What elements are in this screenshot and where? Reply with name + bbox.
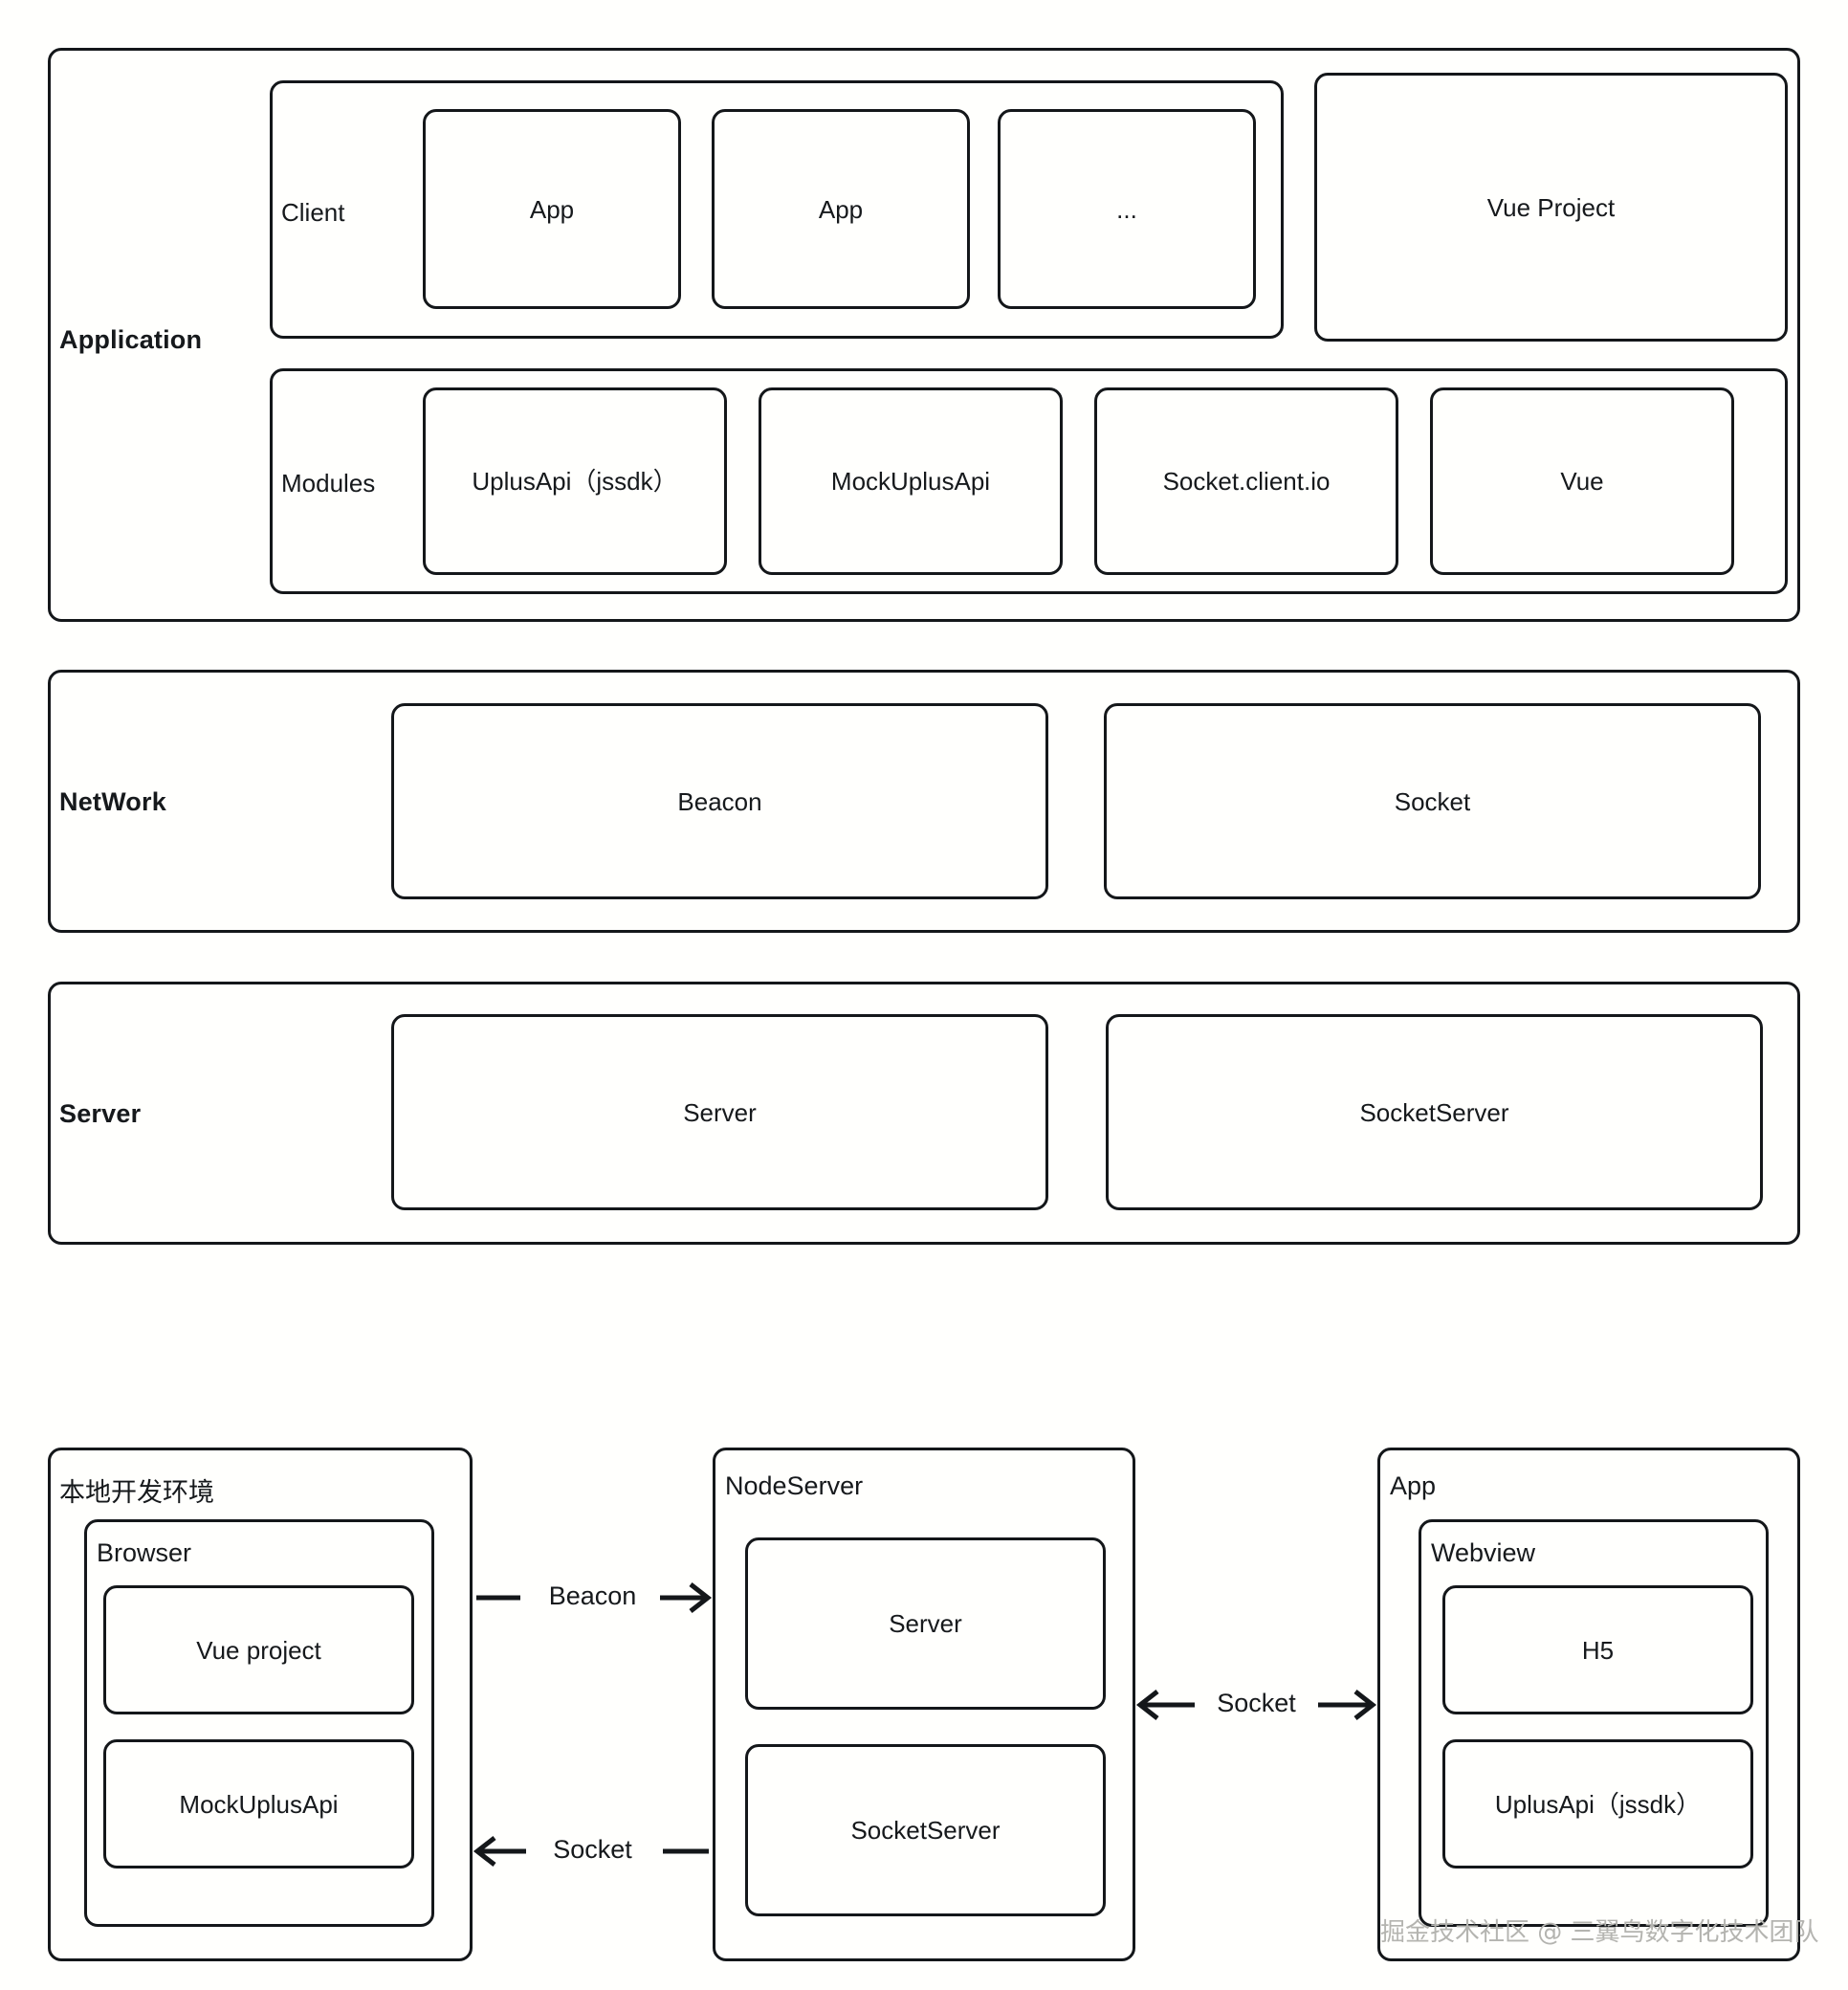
group-modules-label: Modules (281, 469, 376, 498)
band-server-label: Server (59, 1099, 142, 1128)
browser-item-mockuplusapi-label: MockUplusApi (179, 1789, 339, 1819)
node-server-item-server-label: Server (889, 1608, 962, 1638)
band-application-label: Application (59, 325, 203, 354)
browser-item-vue-project[interactable]: Vue project (103, 1585, 414, 1714)
network-item-socket[interactable]: Socket (1104, 703, 1761, 899)
client-item-ellipsis[interactable]: ... (998, 109, 1256, 309)
module-uplusapi-label: UplusApi（jssdk） (472, 466, 678, 496)
vue-project-label: Vue Project (1486, 192, 1616, 222)
band-network-label: NetWork (59, 787, 166, 816)
container-app-label: App (1390, 1471, 1437, 1500)
module-vue[interactable]: Vue (1430, 387, 1734, 575)
browser-item-vue-project-label: Vue project (196, 1635, 321, 1665)
node-server-item-socketserver-label: SocketServer (850, 1815, 1001, 1845)
module-mockuplusapi[interactable]: MockUplusApi (759, 387, 1063, 575)
network-item-socket-label: Socket (1394, 786, 1471, 816)
connection-beacon-to-nodeserver-label: Beacon (548, 1581, 637, 1610)
watermark-text: 掘金技术社区 @ 三翼鸟数字化技术团队 (1380, 1918, 1819, 1947)
connection-socket-to-browser: Socket (473, 1823, 713, 1880)
client-item-app-1-label: App (529, 194, 575, 224)
node-server-item-server[interactable]: Server (745, 1537, 1106, 1710)
container-browser-label: Browser (97, 1538, 192, 1567)
beacon-arrow-icon (476, 1582, 713, 1613)
module-socket-client-io-label: Socket.client.io (1162, 466, 1331, 496)
group-client-label: Client (281, 198, 345, 227)
webview-item-h5-label: H5 (1581, 1635, 1615, 1665)
client-item-app-1[interactable]: App (423, 109, 681, 309)
connection-socket-to-browser-label: Socket (553, 1835, 632, 1864)
network-item-beacon-label: Beacon (677, 786, 762, 816)
connection-socket-nodeserver-app-label: Socket (1217, 1689, 1296, 1717)
module-mockuplusapi-label: MockUplusApi (830, 466, 991, 496)
module-socket-client-io[interactable]: Socket.client.io (1094, 387, 1398, 575)
client-item-app-2[interactable]: App (712, 109, 970, 309)
network-item-beacon[interactable]: Beacon (391, 703, 1048, 899)
webview-item-uplusapi-label: UplusApi（jssdk） (1494, 1789, 1702, 1819)
socket-bidirectional-arrow-icon (1135, 1690, 1377, 1720)
container-local-dev-environment-label: 本地开发环境 (59, 1478, 214, 1507)
client-item-ellipsis-label: ... (1116, 194, 1137, 224)
module-uplusapi[interactable]: UplusApi（jssdk） (423, 387, 727, 575)
browser-item-mockuplusapi[interactable]: MockUplusApi (103, 1739, 414, 1868)
server-item-server[interactable]: Server (391, 1014, 1048, 1210)
client-item-app-2-label: App (818, 194, 864, 224)
server-item-server-label: Server (683, 1097, 757, 1127)
container-webview-label: Webview (1431, 1538, 1536, 1567)
container-node-server-label: NodeServer (725, 1471, 864, 1500)
vue-project-box[interactable]: Vue Project (1314, 73, 1788, 342)
webview-item-uplusapi[interactable]: UplusApi（jssdk） (1442, 1739, 1753, 1868)
module-vue-label: Vue (1560, 466, 1604, 496)
connection-socket-nodeserver-app: Socket (1135, 1676, 1377, 1734)
socket-left-arrow-icon (473, 1836, 709, 1867)
node-server-item-socketserver[interactable]: SocketServer (745, 1744, 1106, 1916)
webview-item-h5[interactable]: H5 (1442, 1585, 1753, 1714)
server-item-socketserver[interactable]: SocketServer (1106, 1014, 1763, 1210)
server-item-socketserver-label: SocketServer (1359, 1097, 1509, 1127)
connection-beacon-to-nodeserver: Beacon (473, 1569, 713, 1626)
